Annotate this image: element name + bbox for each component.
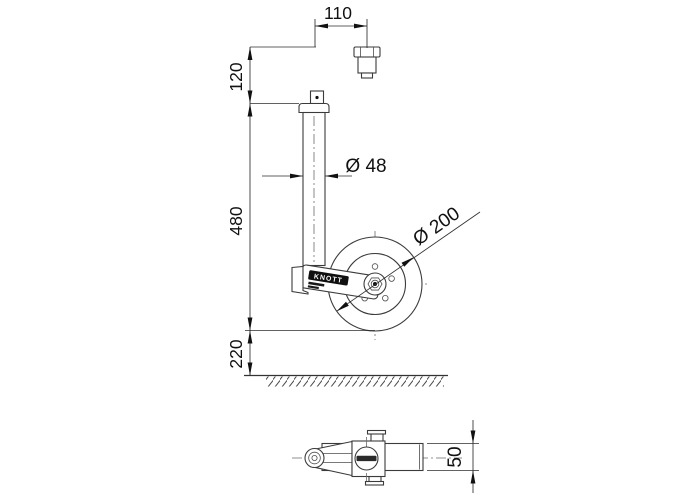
crank-handle	[313, 46, 381, 92]
dim-label-dia200: Ø 200	[409, 203, 463, 250]
brand-label-plate	[308, 270, 349, 286]
dimension-50: 50	[427, 420, 479, 493]
brand-label: KNOTT	[313, 273, 343, 284]
axle-nut	[367, 277, 383, 291]
label-subline	[308, 281, 325, 287]
wheel-hub	[363, 272, 387, 296]
tube-cap	[298, 102, 330, 114]
dim-label-110: 110	[324, 3, 352, 23]
tube-bottom-bracket	[291, 265, 309, 295]
tube-top-fitting	[309, 90, 325, 105]
ground-hatching	[266, 376, 444, 387]
front-view: KNOTT 110	[226, 3, 481, 387]
dim-label-dia48: Ø 48	[345, 156, 386, 177]
dim-label-220: 220	[226, 339, 246, 368]
rim-hole	[382, 295, 389, 302]
crank-arm-inner	[313, 78, 371, 92]
dimension-110: 110	[314, 3, 368, 48]
ground	[244, 374, 448, 387]
side-view: 50	[292, 420, 479, 493]
handle-cap	[353, 46, 381, 58]
outer-tube	[298, 102, 330, 267]
handle-end	[304, 447, 325, 469]
label-subline	[307, 285, 319, 290]
dim-label-480: 480	[226, 206, 246, 235]
rim-hole	[371, 263, 379, 270]
dim-label-50: 50	[445, 446, 466, 467]
dimension-chain-left: 120 480 220	[226, 46, 375, 376]
fitting-pin	[315, 95, 319, 100]
dimension-dia48: Ø 48	[262, 156, 387, 179]
clamp-knob-slot	[356, 455, 377, 462]
handle-neck	[360, 72, 374, 79]
handle-grip	[357, 56, 377, 74]
dim-label-120: 120	[226, 62, 246, 91]
rim-hole	[388, 275, 395, 282]
